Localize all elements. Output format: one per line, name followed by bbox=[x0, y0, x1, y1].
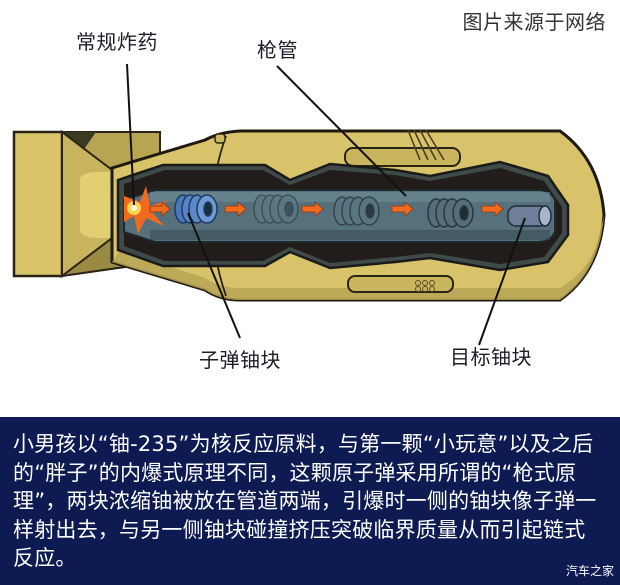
bullet-ghost-3 bbox=[427, 198, 474, 228]
target-uranium-icon bbox=[507, 205, 552, 227]
caption-box: 小男孩以“铀-235”为核反应原料，与第一颗“小玩意”以及之后的“胖子”的内爆式… bbox=[0, 417, 620, 585]
label-gun-barrel: 枪管 bbox=[257, 38, 298, 62]
bullet-uranium-icon bbox=[174, 194, 218, 224]
little-boy-bomb-diagram bbox=[12, 63, 606, 346]
label-target-uranium: 目标铀块 bbox=[450, 345, 532, 369]
leader-lines bbox=[126, 63, 526, 346]
explosion-icon bbox=[124, 186, 168, 234]
caption-text: 小男孩以“铀-235”为核反应原料，与第一颗“小玩意”以及之后的“胖子”的内爆式… bbox=[13, 432, 597, 570]
watermark: 汽车之家 bbox=[565, 564, 614, 578]
bullet-ghost-2 bbox=[333, 196, 380, 226]
bullet-ghost-1 bbox=[253, 194, 299, 224]
image-credit: 图片来源于网络 bbox=[462, 10, 606, 34]
motion-arrows bbox=[149, 201, 504, 217]
label-bullet-uranium: 子弹铀块 bbox=[199, 348, 281, 372]
label-conventional-explosive: 常规炸药 bbox=[76, 30, 158, 54]
